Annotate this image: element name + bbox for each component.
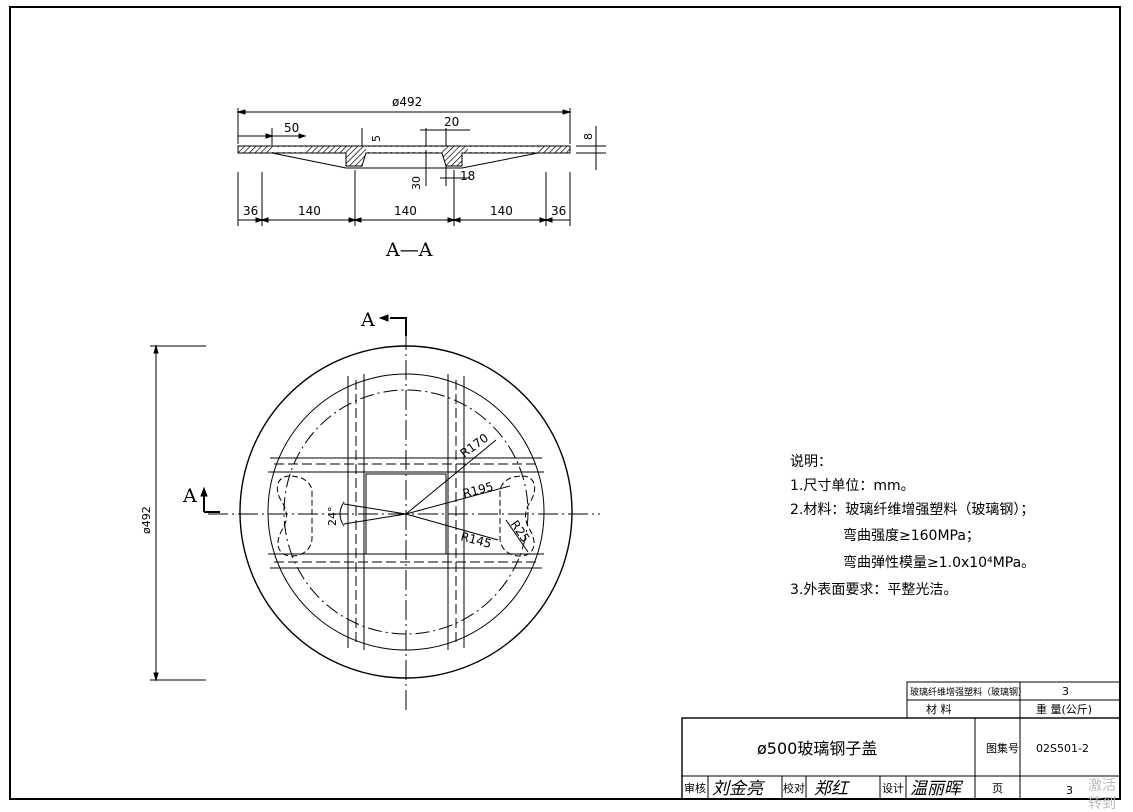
watermark-line-2: 转到 [1088, 796, 1116, 812]
note-line-3: 弯曲强度≥160MPa； [843, 527, 980, 544]
check-signature: 郑红 [814, 779, 851, 799]
section-rib-depth-dim: 30 [410, 176, 423, 190]
plan-angle-dim: 24° [326, 507, 339, 527]
section-span-2: 140 [298, 204, 321, 218]
material-header: 材 料 [926, 702, 952, 716]
section-label: A—A [385, 239, 433, 261]
page-number: 3 [1066, 784, 1073, 797]
handle-slot-left [276, 475, 313, 557]
drawing-border [9, 6, 1121, 800]
handle-slot-right [499, 475, 536, 557]
review-signature: 刘金亮 [712, 779, 766, 799]
note-line-4: 弯曲弹性模量≥1.0x10⁴MPa。 [843, 554, 1035, 571]
notes-title: 说明： [790, 454, 832, 470]
atlas-label: 图集号 [986, 741, 1019, 755]
radius-r195: R195 [461, 479, 495, 501]
radius-r25: R25 [508, 518, 533, 545]
section-overall-dim: ø492 [392, 95, 422, 109]
section-rim-dim: 50 [284, 121, 299, 135]
cut-marker-top: A [360, 309, 375, 331]
note-line-5: 3.外表面要求：平整光洁。 [790, 582, 957, 598]
section-span-4: 140 [490, 204, 513, 218]
cut-marker-left: A [182, 485, 197, 507]
section-thickness-dim: 5 [370, 135, 383, 142]
design-label: 设计 [882, 782, 904, 795]
section-rib-width-dim: 20 [444, 115, 459, 129]
review-label: 审核 [684, 781, 706, 795]
material-value: 玻璃纤维增强塑料（玻璃钢） [910, 686, 1027, 698]
note-line-2: 2.材料：玻璃纤维增强塑料（玻璃钢）； [790, 501, 1034, 518]
radius-r170: R170 [458, 431, 492, 461]
check-label: 校对 [783, 781, 805, 795]
page-label: 页 [992, 782, 1003, 795]
atlas-number: 02S501-2 [1036, 742, 1089, 755]
design-signature: 温丽晖 [910, 779, 964, 799]
section-span-5: 36 [551, 204, 566, 218]
drawing-title: ø500玻璃钢子盖 [757, 739, 877, 758]
section-span-1: 36 [243, 204, 258, 218]
section-view [236, 108, 606, 226]
section-rib-inner-dim: 18 [460, 169, 475, 183]
section-span-3: 140 [394, 204, 417, 218]
plan-view [150, 314, 600, 710]
section-edge-thickness-dim: 8 [582, 133, 595, 140]
note-line-1: 1.尺寸单位：mm。 [790, 478, 915, 494]
weight-header: 重 量(公斤) [1036, 702, 1092, 716]
watermark-line-1: 激活 [1088, 777, 1116, 794]
plan-diameter-dim: ø492 [140, 506, 153, 534]
weight-value: 3 [1062, 685, 1069, 698]
title-block [681, 681, 1121, 800]
